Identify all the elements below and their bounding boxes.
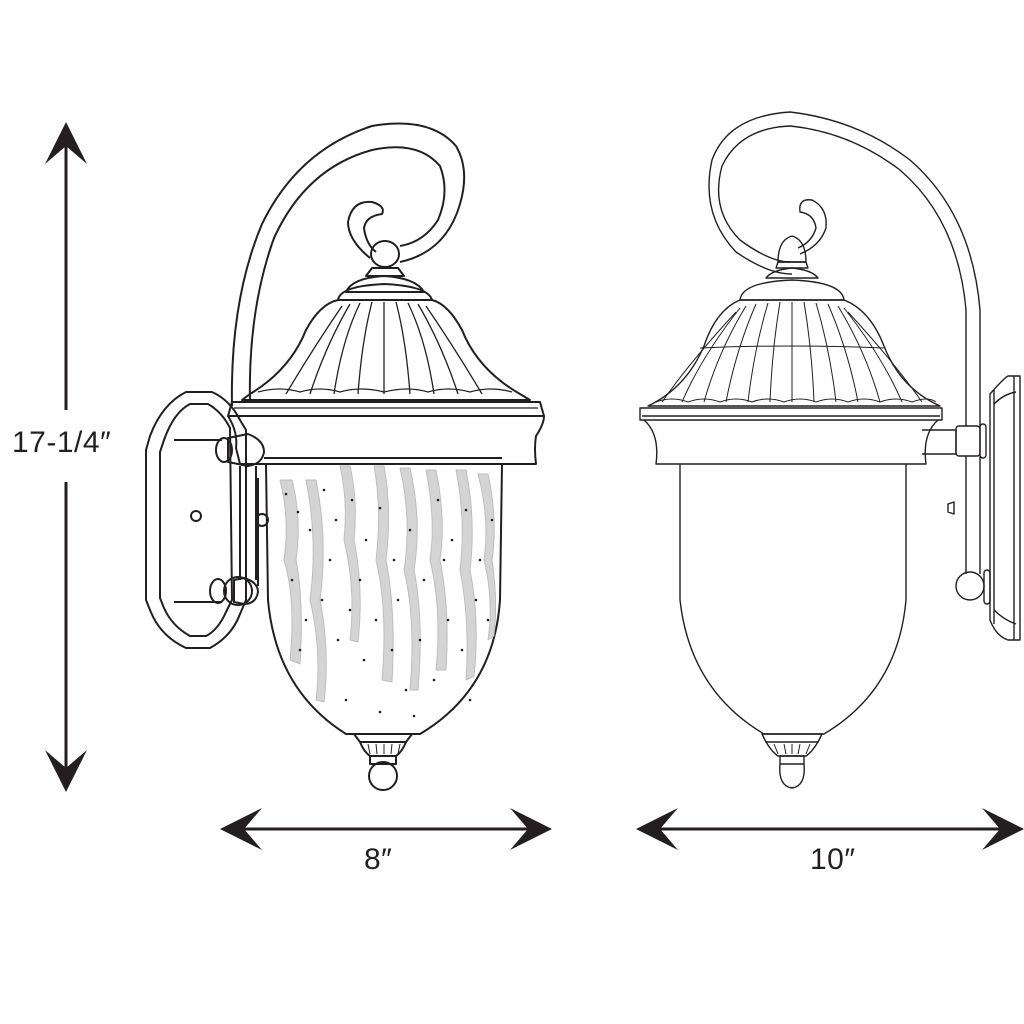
front-fluted-dome [241,299,531,401]
side-arm-scroll [708,111,981,426]
side-dome-flutes [655,301,937,403]
front-glass-seeds [284,488,494,718]
side-rim [639,407,943,421]
front-view-lantern [145,122,545,791]
front-backplate [145,391,247,649]
side-wall-mount [922,375,1021,641]
front-dome-flutes [257,301,513,395]
front-width-dimension-label: 8″ [364,843,393,876]
front-glass-bowl [265,463,503,735]
front-bottom-finial [353,733,413,791]
front-arm-scroll [230,122,466,407]
height-dimension-label: 17-1/4″ [12,426,112,459]
front-glass-texture [279,465,497,703]
side-view-lantern [639,111,1021,789]
side-fluted-dome [647,299,941,407]
side-bottom-finial [761,733,823,789]
front-rim-band [227,401,545,417]
front-arm-knobs [209,433,269,606]
side-extension-dimension-label: 10″ [810,843,856,876]
side-glass-bowl [679,464,907,735]
